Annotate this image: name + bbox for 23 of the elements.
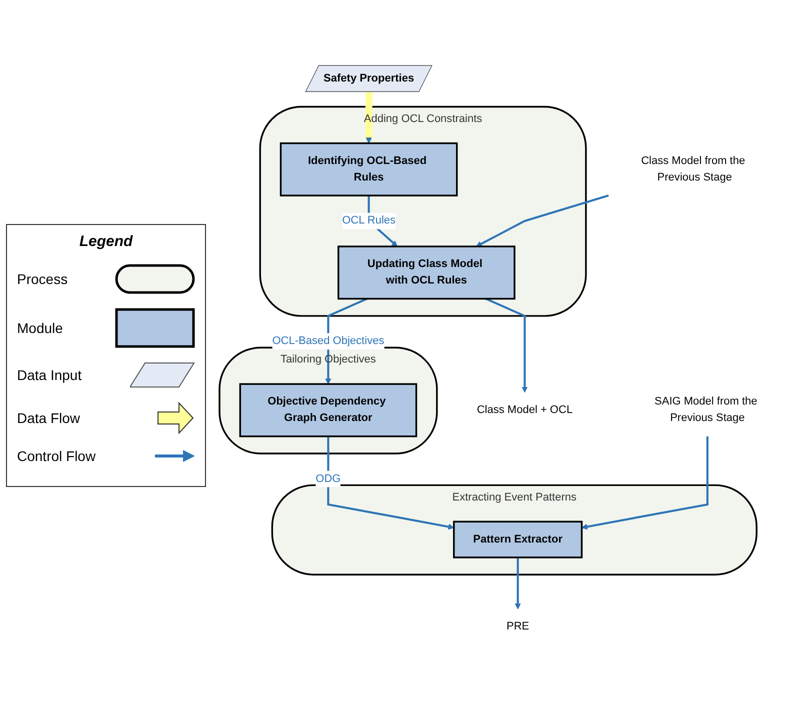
arrow <box>581 436 708 530</box>
node-text: Class Model from the Previous Stage <box>641 155 746 184</box>
arrow <box>327 436 454 530</box>
node-box: Pattern Extractor <box>453 521 583 559</box>
node-box: Updating Class Model with OCL Rules <box>338 246 516 300</box>
node-text: PRE <box>506 621 530 633</box>
arrow <box>365 92 373 144</box>
node-box: Objective Dependency Graph Generator <box>239 384 418 438</box>
legend-label: Module <box>17 320 63 336</box>
node-text: SAIG Model from the Previous Stage <box>654 396 758 424</box>
node-text: Class Model + OCL <box>476 404 573 416</box>
legend-title: Legend <box>78 233 134 250</box>
edge-label: OCL Rules <box>342 215 396 227</box>
legend-label: Process <box>17 271 68 287</box>
legend-label: Data Input <box>17 367 82 383</box>
node-box: Identifying OCL-Based Rules <box>280 142 458 197</box>
arrow <box>476 194 609 248</box>
legend-label: Control Flow <box>17 448 96 464</box>
edge-label: OCL-Based Objectives <box>272 336 384 348</box>
legend-label: Data Flow <box>17 410 80 426</box>
arrow <box>514 558 521 610</box>
arrow <box>485 298 528 393</box>
edge-label: ODG <box>316 473 341 485</box>
